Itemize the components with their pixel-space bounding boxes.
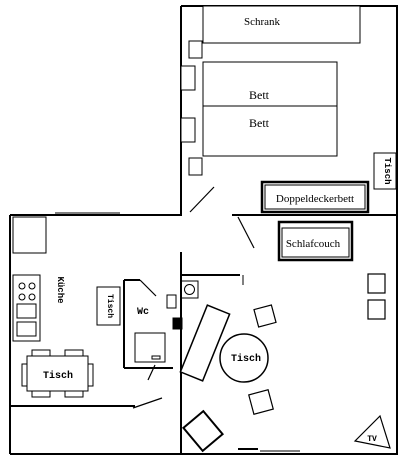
chair [253,304,277,328]
nightstand-1 [180,65,196,91]
bathtub [134,332,166,363]
armchair-2 [367,299,386,320]
bett-label-2: Bett [249,116,270,130]
sink [16,303,37,319]
stove-burner-2 [28,282,36,290]
tisch-dining-label: Tisch [43,370,73,382]
doppeldeckerbett-label: Doppeldeckerbett [276,193,354,205]
small-table [96,286,121,326]
drain [151,355,161,360]
tv-stand [353,414,391,449]
stove-burner-3 [18,293,26,301]
round-table [219,333,269,383]
tisch-round-label: Tisch [231,353,261,365]
wardrobe [202,5,361,44]
dining-table [26,355,89,392]
sofa [179,304,231,382]
chair [31,390,51,398]
stove-burner-4 [28,293,36,301]
shelf-small-2 [188,157,203,176]
schrank-label: Schrank [244,16,281,28]
bett-label-1: Bett [249,88,270,102]
door-wc[interactable] [139,279,157,297]
door-kitchen[interactable] [132,397,163,409]
walls [9,5,398,455]
beds [202,61,338,157]
tisch-bedroom-label: Tisch [382,157,392,184]
bunk-bed [260,180,370,214]
oven [16,321,37,337]
desk-bedroom [373,152,397,190]
stove-burner-1 [18,282,26,290]
shelf-small [188,40,203,59]
chair [64,349,84,357]
kitchen-cabinet [12,216,47,254]
wc-label: Wc [137,307,149,318]
schlafcouch-label: Schlafcouch [286,238,341,250]
bunk-bed-inner [264,184,366,210]
tv-label: TV [367,435,377,444]
kitchen-counter [12,274,41,342]
chair [87,363,94,387]
chair [31,349,51,357]
door-bedroom[interactable] [189,186,215,213]
nightstand-2 [180,117,196,143]
door-wc-2[interactable] [147,364,156,381]
chair [248,389,274,415]
toilet [172,317,183,330]
armchair [181,409,225,453]
toilet-tank [166,294,177,309]
kueche-label: Küche [55,276,65,303]
tisch-small-label: Tisch [105,294,114,318]
sofa-bed-inner [281,227,350,258]
sofa-bed [277,220,354,262]
doors [132,186,255,409]
chair [21,363,28,387]
door-bedroom-2[interactable] [237,216,255,249]
washbasin-bowl [184,284,195,295]
armchair-1 [367,273,386,294]
chair [64,390,84,398]
washbasin [180,280,199,299]
